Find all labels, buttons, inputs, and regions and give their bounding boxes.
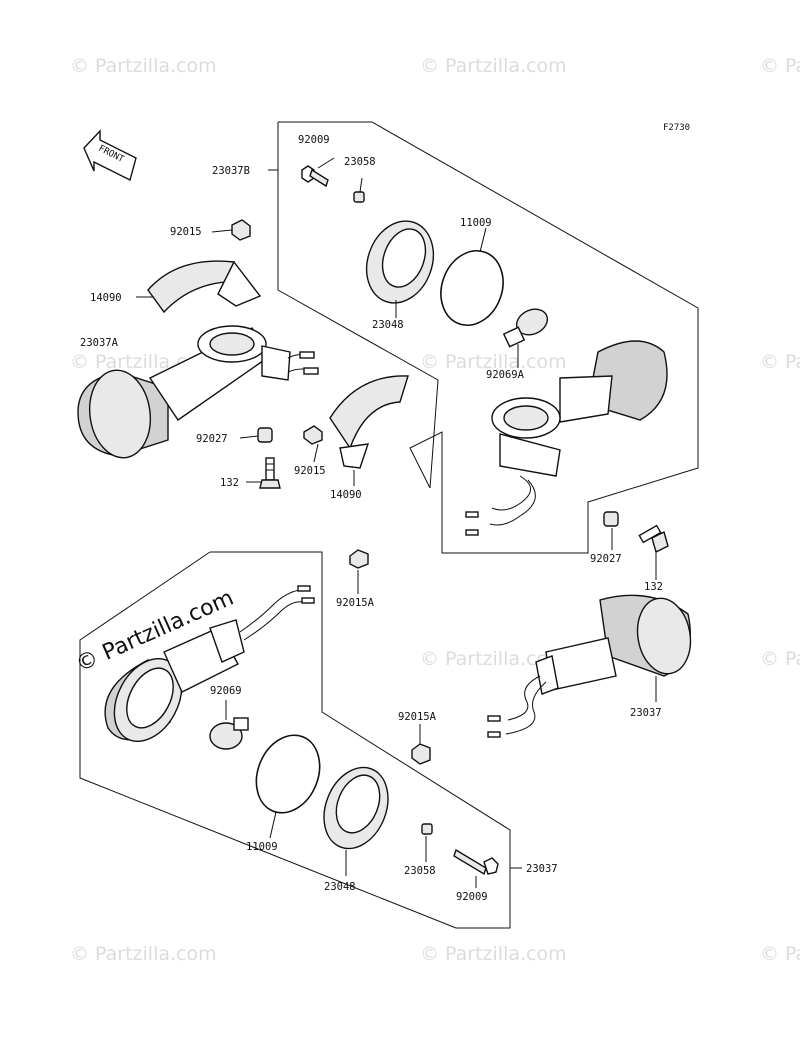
part-label-132: 132: [220, 477, 239, 489]
part-label-11009: 11009: [460, 217, 492, 229]
part-label-23058: 23058: [344, 156, 376, 168]
part-label-23037A: 23037A: [80, 337, 119, 349]
front-arrow-icon: FRONT: [83, 129, 137, 182]
part-label-92069: 92069: [210, 685, 242, 697]
watermark: © Partzilla.com: [760, 55, 800, 77]
part-label-92009: 92009: [298, 134, 330, 146]
group-frames: [79, 121, 699, 929]
signal-assembly-bottom-left: [104, 549, 499, 876]
part-label-23058: 23058: [404, 865, 436, 877]
signal-assembly-top-right: [301, 165, 669, 554]
part-label-14090: 14090: [90, 292, 122, 304]
part-label-23037B: 23037B: [212, 165, 250, 177]
watermark: © Partzilla.com: [420, 943, 567, 965]
part-label-92027: 92027: [590, 553, 622, 565]
signal-assembly-left: [77, 219, 409, 489]
part-label-23048: 23048: [324, 881, 356, 893]
leader-lines: [136, 157, 657, 888]
part-label-92069A: 92069A: [486, 369, 525, 381]
part-label-92015: 92015: [294, 465, 326, 477]
watermark: © Partzilla.com: [760, 943, 800, 965]
part-label-14090: 14090: [330, 489, 362, 501]
part-label-23037: 23037: [526, 863, 558, 875]
watermark: © Partzilla.com: [760, 648, 800, 670]
watermark: © Partzilla.com: [420, 55, 567, 77]
part-label-132: 132: [644, 581, 663, 593]
watermark: © Partzilla.com: [70, 55, 217, 77]
part-labels: 23037B 92009 23058 11009 23048 92069A 92…: [80, 134, 663, 903]
watermark: © Partzilla.com: [420, 648, 567, 670]
part-label-92015A: 92015A: [398, 711, 437, 723]
diagram-code: F2730: [663, 123, 690, 133]
watermark: © Partzilla.com: [70, 943, 217, 965]
watermark: © Partzilla.com: [760, 351, 800, 373]
part-label-11009: 11009: [246, 841, 278, 853]
watermark-layer: © Partzilla.com © Partzilla.com © Partzi…: [70, 55, 800, 965]
signal-assembly-right: [411, 594, 692, 765]
part-label-92027: 92027: [196, 433, 228, 445]
part-label-23048: 23048: [372, 319, 404, 331]
part-label-23037: 23037: [630, 707, 662, 719]
part-label-92015: 92015: [170, 226, 202, 238]
part-label-92015A: 92015A: [336, 597, 375, 609]
part-label-92009: 92009: [456, 891, 488, 903]
watermark: © Partzilla.com: [420, 351, 567, 373]
